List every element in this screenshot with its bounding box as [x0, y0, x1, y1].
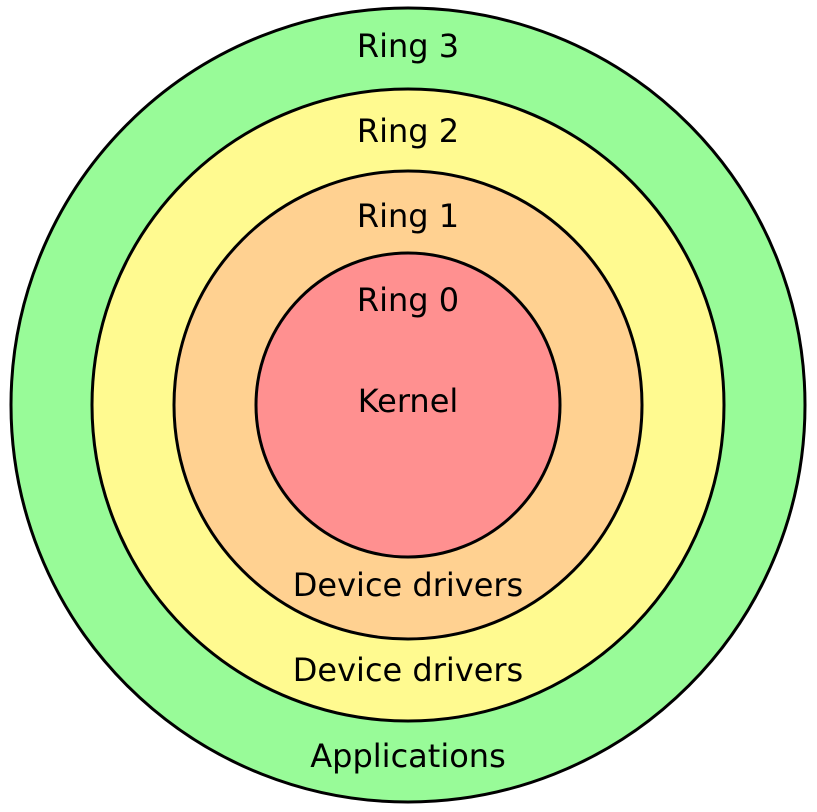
ring-1-content: Device drivers	[293, 566, 523, 604]
ring-1-label: Ring 1	[357, 197, 459, 235]
ring-0-content: Kernel	[358, 382, 459, 420]
ring-0-label: Ring 0	[357, 281, 459, 319]
ring-3-label: Ring 3	[357, 27, 459, 65]
ring-2-content: Device drivers	[293, 651, 523, 689]
ring-0: Ring 0 Kernel	[254, 251, 562, 559]
ring-0-circle	[254, 251, 562, 559]
ring-3-content: Applications	[310, 737, 505, 775]
ring-2-label: Ring 2	[357, 112, 459, 150]
